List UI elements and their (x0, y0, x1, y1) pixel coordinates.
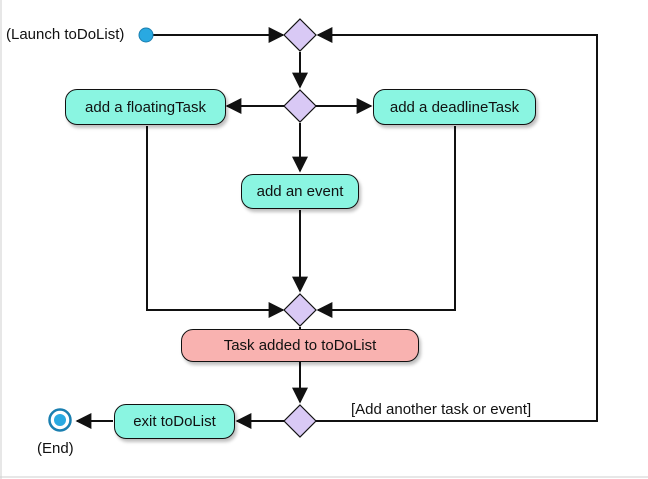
start-label: (Launch toDoList) (6, 26, 125, 43)
loop-guard-label: [Add another task or event] (351, 401, 532, 418)
add-event-node: add an event (241, 174, 359, 209)
start-node (138, 27, 154, 43)
merge-diamond (283, 18, 317, 52)
edge-floating-to-join (146, 126, 285, 318)
final-decision-diamond (283, 404, 317, 438)
join-diamond (283, 293, 317, 327)
end-label: (End) (37, 440, 74, 457)
edge-deadline-to-join (316, 126, 456, 318)
decision-diamond (283, 89, 317, 123)
end-node-core (54, 414, 66, 426)
task-added-node: Task added to toDoList (181, 329, 419, 362)
edge-loop-back (316, 27, 598, 422)
exit-todolist-node: exit toDoList (114, 404, 235, 439)
add-deadline-task-node: add a deadlineTask (373, 89, 536, 125)
add-floating-task-node: add a floatingTask (65, 89, 226, 125)
